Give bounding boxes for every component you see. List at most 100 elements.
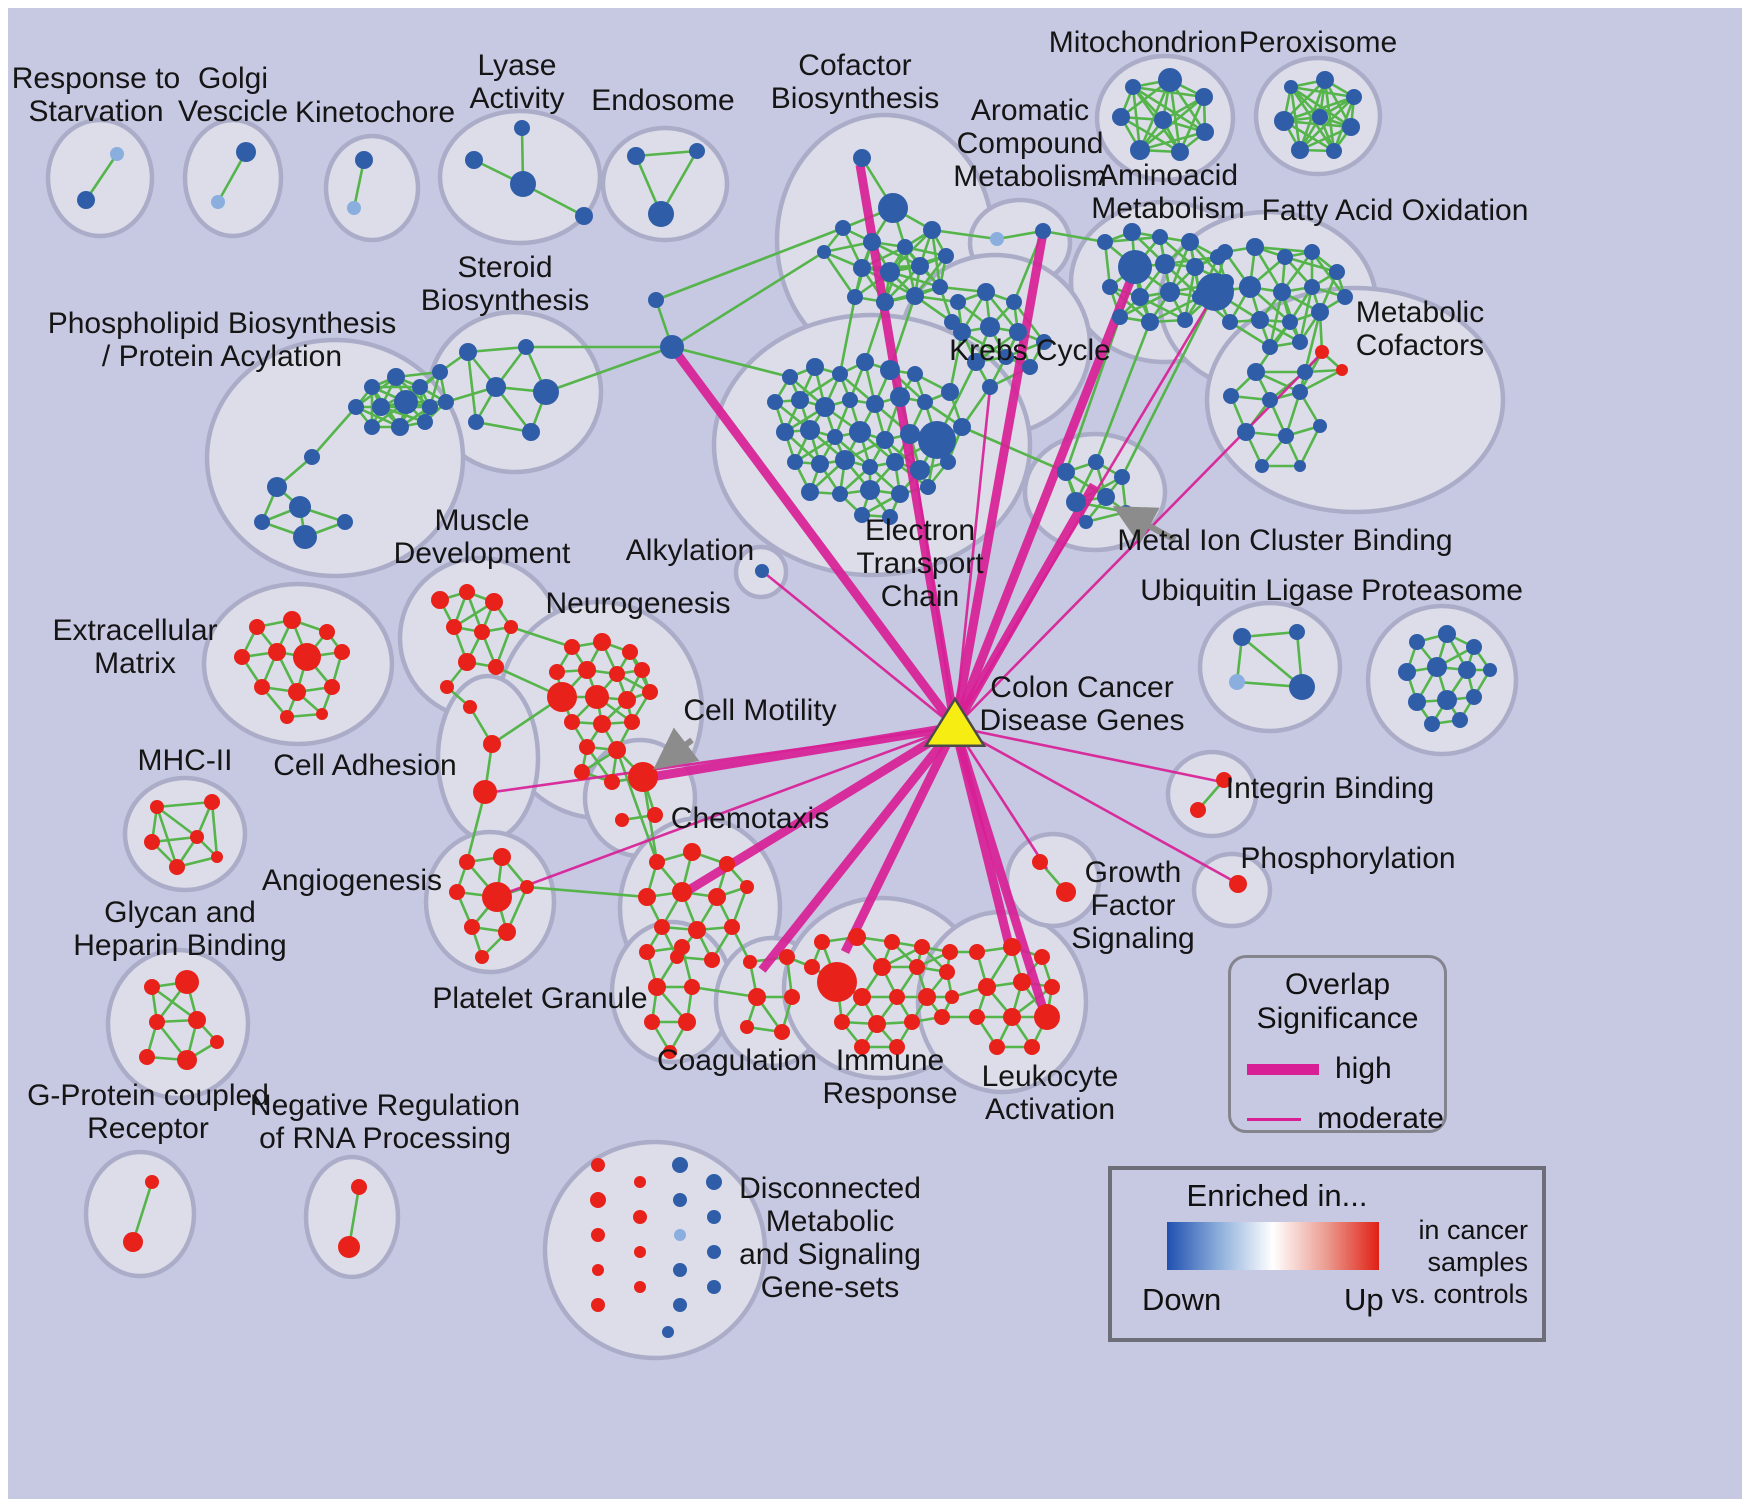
gene-set-node: [422, 399, 438, 415]
gene-set-node: [801, 483, 819, 501]
label-golgi-vescicle: Vescicle: [178, 95, 288, 128]
gene-set-node: [463, 700, 477, 714]
cluster-ellipse-golgi-vescicle: [182, 117, 284, 239]
gene-set-node: [1262, 339, 1278, 355]
gene-set-node: [1424, 716, 1440, 732]
label-immune-response: Response: [822, 1077, 957, 1110]
gene-set-node: [347, 201, 361, 215]
gene-set-node: [145, 1175, 159, 1189]
gene-set-node: [673, 1263, 687, 1277]
gene-set-node: [911, 257, 929, 275]
gene-set-node: [678, 1013, 696, 1031]
gene-set-node: [504, 620, 518, 634]
gene-set-node: [249, 619, 265, 635]
gene-set-node: [648, 292, 664, 308]
gene-set-node: [1003, 938, 1021, 956]
gene-set-node: [740, 1020, 754, 1034]
gene-set-node: [1079, 515, 1093, 529]
gene-set-node: [1458, 661, 1476, 679]
gene-set-node: [585, 685, 609, 709]
cluster-edge: [1298, 286, 1314, 343]
gene-set-node: [876, 293, 894, 311]
gene-set-node: [1034, 949, 1050, 965]
gene-set-node: [1427, 657, 1447, 677]
label-electron-transport-chain: Transport: [856, 547, 984, 580]
gene-set-node: [440, 680, 454, 694]
gene-set-node: [1190, 802, 1206, 818]
gene-set-node: [817, 245, 831, 259]
gene-set-node: [464, 919, 480, 935]
label-colon-cancer-hub: Disease Genes: [979, 704, 1184, 737]
gene-set-node: [268, 643, 286, 661]
gene-set-node: [1057, 463, 1075, 481]
inter-cluster-edge: [510, 625, 573, 649]
gene-set-node: [593, 715, 611, 733]
cluster-ellipse-negative-regulation-rna: [303, 1154, 401, 1280]
gene-set-node: [139, 1049, 155, 1065]
gene-set-node: [316, 708, 328, 720]
gene-set-node: [886, 453, 904, 471]
significance-edge-moderate: [954, 725, 1223, 784]
gene-set-node: [633, 1210, 647, 1224]
cluster-edge: [1299, 125, 1352, 152]
inter-cluster-edge: [655, 226, 844, 302]
gene-set-node: [906, 287, 924, 305]
label-peroxisome: Peroxisome: [1239, 26, 1397, 59]
gene-set-node: [485, 593, 503, 611]
label-fatty-acid-oxidation: Fatty Acid Oxidation: [1262, 194, 1529, 227]
gene-set-node: [1088, 454, 1104, 470]
gene-set-node: [1237, 423, 1255, 441]
gradient-down-label: Down: [1142, 1282, 1222, 1317]
gene-set-node: [459, 584, 475, 600]
gene-set-node: [387, 368, 405, 386]
gene-set-node: [1313, 419, 1327, 433]
label-negative-regulation-rna: of RNA Processing: [259, 1122, 511, 1155]
gene-set-node: [953, 418, 971, 436]
gene-set-node: [674, 939, 690, 955]
gene-set-node: [800, 420, 820, 440]
gene-set-node: [969, 1009, 985, 1025]
gene-set-node: [1483, 663, 1497, 677]
gene-set-node: [1342, 118, 1360, 136]
gene-set-node: [804, 959, 820, 975]
inter-cluster-edge: [1064, 316, 1122, 473]
gene-set-node: [863, 233, 881, 251]
label-phospholipid-biosynthesis: Phospholipid Biosynthesis: [48, 307, 397, 340]
significance-edge-moderate: [954, 725, 1238, 885]
inter-cluster-edge: [1094, 321, 1152, 463]
gene-set-node: [254, 514, 270, 530]
gene-set-node: [412, 379, 428, 395]
gene-set-node: [1278, 428, 1294, 444]
gene-set-node: [319, 624, 335, 640]
gene-set-node: [748, 988, 766, 1006]
label-aminoacid-metabolism: Metabolism: [1091, 192, 1244, 225]
gene-set-node: [1222, 314, 1238, 330]
cluster-edge: [635, 149, 698, 158]
gene-set-node: [1311, 303, 1329, 321]
gene-set-node: [190, 830, 204, 844]
gene-set-node: [856, 353, 874, 371]
gene-set-node: [338, 1236, 360, 1258]
label-aromatic-compound-metabolism: Aromatic: [971, 94, 1089, 127]
significance-edge-high: [668, 344, 959, 730]
significance-edge-high: [855, 164, 960, 728]
gene-set-node: [654, 919, 670, 935]
gene-set-node: [1233, 628, 1251, 646]
gene-set-node: [288, 683, 306, 701]
annotation-arrows: [653, 506, 1177, 770]
gene-set-node: [348, 399, 364, 415]
gene-set-node: [1315, 345, 1329, 359]
gene-set-node: [706, 1174, 722, 1190]
gene-set-node: [1229, 875, 1247, 893]
gene-set-node: [1154, 111, 1172, 129]
enriched-in-legend: Enriched in... Down Up in cancer samples…: [1108, 1166, 1546, 1342]
label-mhc-ii: MHC-II: [138, 744, 233, 777]
label-lyase-activity: Lyase: [478, 49, 557, 82]
gene-set-node: [1112, 108, 1130, 126]
gene-set-node: [618, 691, 636, 709]
gene-set-node: [1024, 1039, 1040, 1055]
gene-set-node: [672, 1157, 688, 1173]
gene-set-node: [518, 339, 534, 355]
gene-set-node: [638, 888, 656, 906]
gene-set-node: [708, 888, 726, 906]
